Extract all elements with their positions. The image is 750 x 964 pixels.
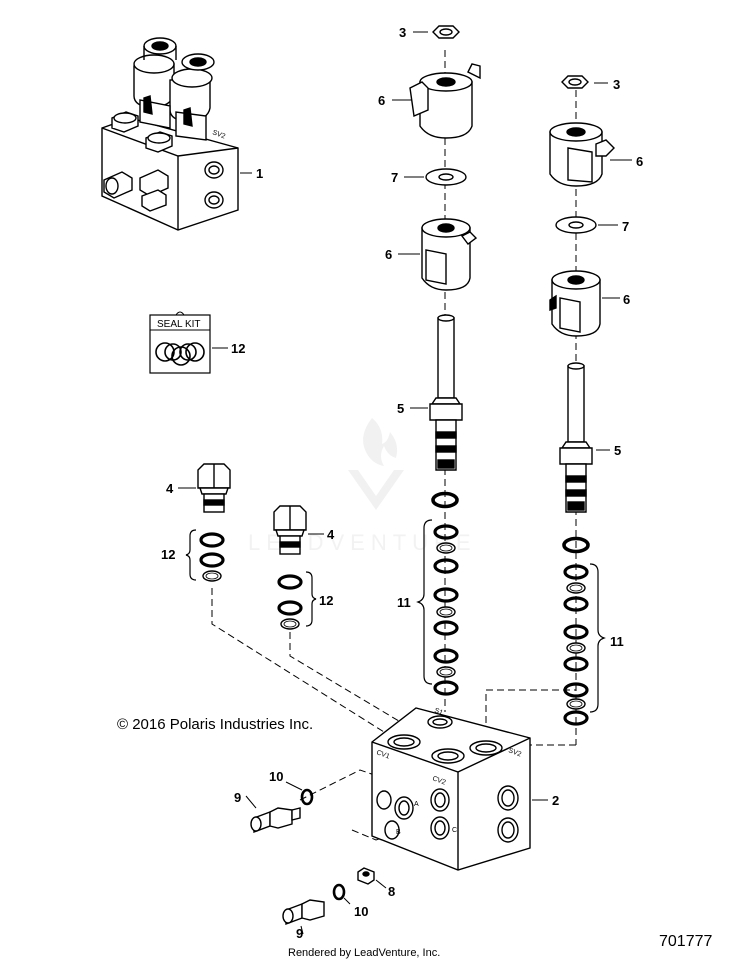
callout-8: 8 bbox=[388, 884, 395, 899]
o-rings-12-right bbox=[277, 574, 303, 630]
svg-text:B: B bbox=[396, 829, 401, 836]
callout-11-left: 11 bbox=[397, 595, 411, 610]
part-3-nut-left bbox=[432, 25, 460, 39]
block-port-markings: CV1 CV2 SV2 S1 A C B bbox=[375, 707, 522, 836]
part-6-coil-right-top bbox=[549, 122, 615, 187]
part-7-washer-left bbox=[425, 168, 467, 186]
assembly-leader-lines bbox=[211, 588, 576, 841]
seal-kit-label: SEAL KIT bbox=[157, 319, 201, 330]
callout-6-right-lower: 6 bbox=[623, 292, 630, 307]
svg-text:C: C bbox=[452, 827, 457, 834]
callout-5-left: 5 bbox=[397, 401, 404, 416]
svg-text:A: A bbox=[414, 801, 419, 808]
callout-7-right: 7 bbox=[622, 219, 629, 234]
callout-3-right: 3 bbox=[613, 77, 620, 92]
callout-6-right-top: 6 bbox=[636, 154, 643, 169]
callout-12-right: 12 bbox=[319, 593, 333, 608]
part-6-coil-right-lower bbox=[549, 270, 601, 337]
callout-11-right: 11 bbox=[610, 634, 624, 649]
part-6-coil-left-top bbox=[409, 63, 481, 139]
bracket-11-left bbox=[416, 519, 433, 685]
callout-4-left: 4 bbox=[166, 481, 174, 496]
bracket-11-right bbox=[589, 563, 606, 713]
copyright-text: © 2016 Polaris Industries Inc. bbox=[117, 716, 314, 733]
seal-kit-icon bbox=[149, 311, 211, 374]
callout-9-lower: 9 bbox=[296, 926, 303, 941]
callout-10-upper: 10 bbox=[269, 769, 283, 784]
o-rings-12-left bbox=[199, 532, 225, 582]
callout-12-left: 12 bbox=[161, 547, 175, 562]
part-4-plug-right bbox=[273, 505, 307, 555]
diagram-number: 701777 bbox=[659, 933, 713, 950]
part-5-cartridge-left bbox=[429, 314, 463, 471]
callout-4-right: 4 bbox=[327, 527, 335, 542]
callout-3-left: 3 bbox=[399, 25, 406, 40]
svg-text:SV2: SV2 bbox=[507, 747, 522, 758]
callout-10-lower: 10 bbox=[354, 904, 368, 919]
callout-2: 2 bbox=[552, 793, 559, 808]
rendered-by-text: Rendered by LeadVenture, Inc. bbox=[288, 947, 441, 959]
part-8-plug bbox=[357, 867, 375, 885]
part-5-cartridge-right bbox=[559, 362, 593, 513]
part-6-coil-left-lower bbox=[421, 218, 478, 291]
part-10-o-ring-lower bbox=[332, 883, 346, 901]
part-10-o-ring-upper bbox=[300, 788, 314, 806]
part-1-valve-assembly: SV2 bbox=[101, 37, 239, 231]
svg-text:CV2: CV2 bbox=[431, 775, 446, 786]
callout-9-upper: 9 bbox=[234, 790, 241, 805]
callout-1: 1 bbox=[256, 166, 263, 181]
svg-text:SV2: SV2 bbox=[211, 129, 226, 140]
callout-12-seal-kit: 12 bbox=[231, 341, 245, 356]
callout-5-right: 5 bbox=[614, 443, 621, 458]
svg-text:CV1: CV1 bbox=[375, 749, 390, 760]
part-4-plug-left bbox=[197, 463, 231, 513]
bracket-12-right bbox=[305, 571, 317, 627]
svg-text:S1: S1 bbox=[433, 707, 444, 717]
callout-6-left-top: 6 bbox=[378, 93, 385, 108]
part-7-washer-right bbox=[555, 216, 597, 234]
bracket-12-left bbox=[185, 529, 197, 581]
part-9-fitting-lower bbox=[282, 899, 325, 926]
callout-7-left: 7 bbox=[391, 170, 398, 185]
part-3-nut-right bbox=[561, 75, 589, 89]
callout-6-left-lower: 6 bbox=[385, 247, 392, 262]
part-9-fitting-upper bbox=[250, 807, 301, 834]
part-2-manifold-block bbox=[371, 707, 531, 871]
